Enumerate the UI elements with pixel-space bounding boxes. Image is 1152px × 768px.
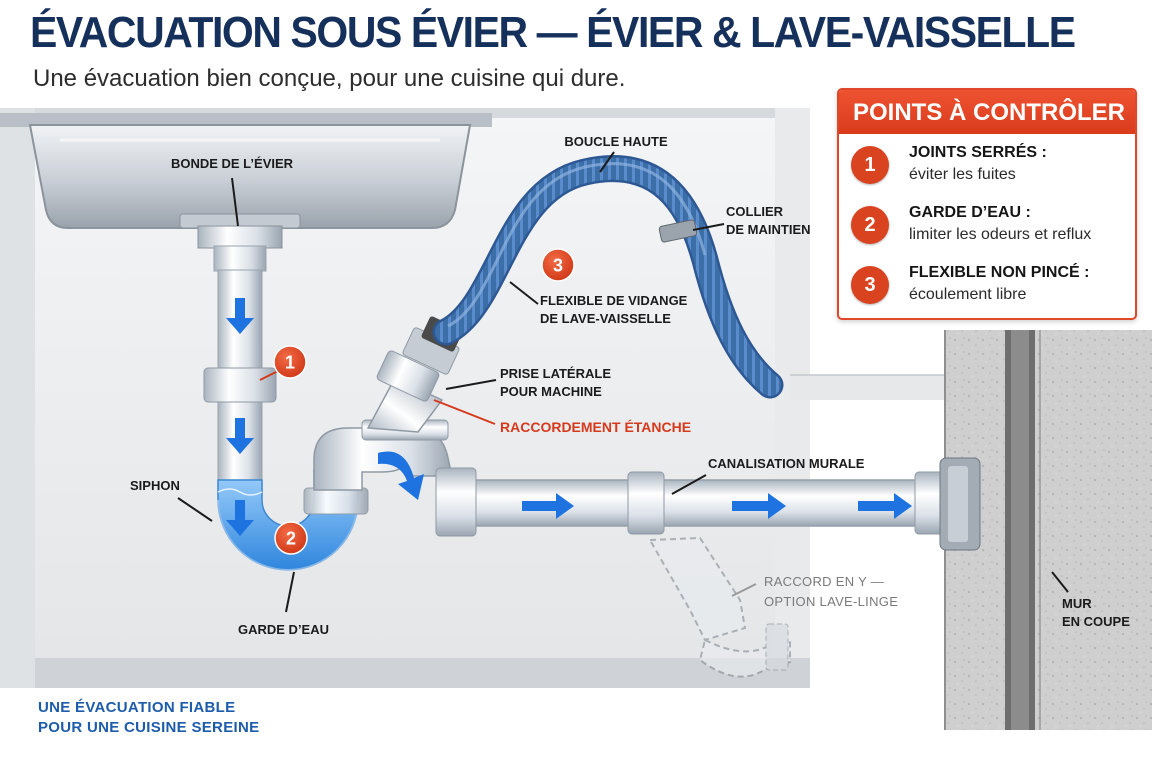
trap [217,469,369,571]
checklist-title: POINTS À CONTRÔLER [839,90,1135,134]
svg-text:3: 3 [553,256,563,276]
leader-lines [177,151,1069,613]
checklist-item-title: GARDE D’EAU : [909,204,1031,221]
svg-text:1: 1 [285,353,295,373]
marker-1: 1 [273,345,307,379]
footer-tagline: UNE ÉVACUATION FIABLE POUR UNE CUISINE S… [38,698,259,738]
checklist-item-text: éviter les fuites [909,166,1016,183]
label-wall-2: EN COUPE [1062,614,1130,629]
flow-arrow-icon [226,418,254,454]
label-wall: MUR [1062,596,1092,611]
sink-basin [0,113,492,249]
checklist-item-text: limiter les odeurs et reflux [909,226,1092,243]
marker-3: 3 [541,248,575,282]
label-clamp: COLLIER [726,204,784,219]
flow-arrow-icon [226,298,254,334]
side-inlet [366,316,463,433]
page-subtitle: Une évacuation bien conçue, pour une cui… [33,65,626,92]
label-wall-pipe: CANALISATION MURALE [708,456,865,471]
label-dishwasher-hose-2: DE LAVE-VAISSELLE [540,311,671,326]
checklist-number: 2 [851,206,889,244]
label-dishwasher-hose: FLEXIBLE DE VIDANGE [540,293,688,308]
checklist-number: 1 [851,146,889,184]
y-fitting-option [648,536,791,678]
checklist-item: 3 FLEXIBLE NON PINCÉ : écoulement libre [851,262,1131,308]
checklist-item-title: JOINTS SERRÉS : [909,144,1047,161]
checklist-item: 1 JOINTS SERRÉS : éviter les fuites [851,142,1131,188]
label-y-fitting: RACCORD EN Y — [764,574,884,589]
label-sink-drain: BONDE DE L’ÉVIER [171,156,294,171]
svg-text:2: 2 [286,529,296,549]
checklist-number: 3 [851,266,889,304]
checklist-item-title: FLEXIBLE NON PINCÉ : [909,264,1090,281]
page-title: ÉVACUATION SOUS ÉVIER — ÉVIER & LAVE-VAI… [30,8,1076,57]
dishwasher-hose [432,155,784,399]
label-y-fitting-2: OPTION LAVE-LINGE [764,594,898,609]
flow-arrow-icon [378,451,424,500]
flow-arrow-icon [522,493,574,519]
flow-arrow-icon [732,493,786,519]
flow-arrows [226,298,912,536]
label-siphon: SIPHON [130,478,180,493]
checklist-panel: POINTS À CONTRÔLER 1 JOINTS SERRÉS : évi… [837,88,1137,320]
label-clamp-2: DE MAINTIEN [726,222,811,237]
wall-section [944,330,1152,730]
label-water-seal: GARDE D’EAU [238,622,329,637]
flow-arrow-icon [226,500,254,536]
footer-line-2: POUR UNE CUISINE SEREINE [38,719,260,736]
label-side-inlet: PRISE LATÉRALE [500,366,611,381]
label-sealed-connection: RACCORDEMENT ÉTANCHE [500,419,691,435]
checklist-item-text: écoulement libre [909,286,1027,303]
flow-arrow-icon [858,493,912,519]
checklist-item: 2 GARDE D’EAU : limiter les odeurs et re… [851,202,1131,248]
footer-line-1: UNE ÉVACUATION FIABLE [38,699,236,716]
label-high-loop: BOUCLE HAUTE [564,134,668,149]
marker-2: 2 [274,521,308,555]
label-side-inlet-2: POUR MACHINE [500,384,602,399]
